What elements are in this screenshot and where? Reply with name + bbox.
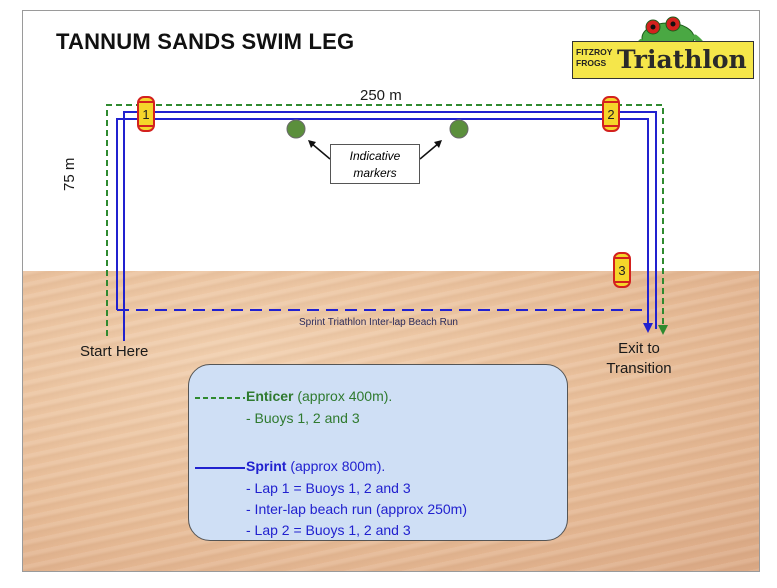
marker-arrowhead-right — [434, 140, 442, 148]
buoy-2-label: 2 — [607, 107, 615, 122]
indicative-marker-left — [286, 119, 306, 139]
sprint-lap1-line — [123, 111, 657, 341]
enticer-course-line — [106, 104, 664, 336]
legend-enticer-heading: Enticer (approx 400m). — [246, 388, 392, 404]
marker-arrow-left — [310, 142, 331, 160]
width-distance-label: 250 m — [360, 87, 402, 104]
fitzroy-frogs-logo: FITZROY FROGS Triathlon — [572, 41, 754, 79]
sprint-exit-arrow — [643, 323, 653, 333]
sprint-legend-swatch — [195, 467, 245, 469]
beach-run-label: Sprint Triathlon Inter-lap Beach Run — [299, 317, 458, 328]
markers-line1: Indicative — [349, 149, 401, 163]
legend-sprint-desc: (approx 800m). — [286, 458, 386, 474]
buoy-3 — [613, 252, 631, 288]
legend-sprint-item2: - Inter-lap beach run (approx 250m) — [246, 501, 467, 517]
legend-enticer-name: Enticer — [246, 388, 294, 404]
logo-wordmark: Triathlon — [617, 45, 747, 74]
marker-arrowhead-left — [308, 140, 316, 148]
enticer-exit-arrow — [658, 325, 668, 335]
diagram-frame: TANNUM SANDS SWIM LEG — [22, 10, 760, 572]
legend-sprint-heading: Sprint (approx 800m). — [246, 458, 385, 474]
buoy-3-label: 3 — [618, 263, 626, 278]
enticer-legend-swatch — [195, 397, 245, 399]
logo-small-line1: FITZROY — [576, 47, 613, 57]
exit-line1: Exit to — [618, 340, 660, 357]
markers-line2: markers — [353, 166, 397, 180]
height-distance-label: 75 m — [61, 157, 78, 191]
legend-enticer-desc: (approx 400m). — [293, 388, 393, 404]
exit-line2: Transition — [606, 360, 672, 377]
logo-small-line2: FROGS — [576, 58, 607, 68]
buoy-1-label: 1 — [142, 107, 150, 122]
legend-enticer-item1: - Buoys 1, 2 and 3 — [246, 410, 360, 426]
page-title: TANNUM SANDS SWIM LEG — [56, 29, 355, 54]
legend-sprint-item3: - Lap 2 = Buoys 1, 2 and 3 — [246, 522, 411, 538]
buoy-1 — [137, 96, 155, 132]
legend-sprint-name: Sprint — [246, 458, 287, 474]
start-label: Start Here — [80, 343, 149, 360]
legend-box: Enticer (approx 400m). - Buoys 1, 2 and … — [188, 364, 568, 541]
legend-sprint-item1: - Lap 1 = Buoys 1, 2 and 3 — [246, 480, 411, 496]
marker-arrow-right — [419, 142, 440, 160]
indicative-marker-right — [449, 119, 469, 139]
sprint-lap2-line — [116, 118, 649, 329]
buoy-2 — [602, 96, 620, 132]
exit-label: Exit to Transition — [597, 339, 681, 379]
indicative-markers-callout: Indicative markers — [330, 144, 420, 184]
